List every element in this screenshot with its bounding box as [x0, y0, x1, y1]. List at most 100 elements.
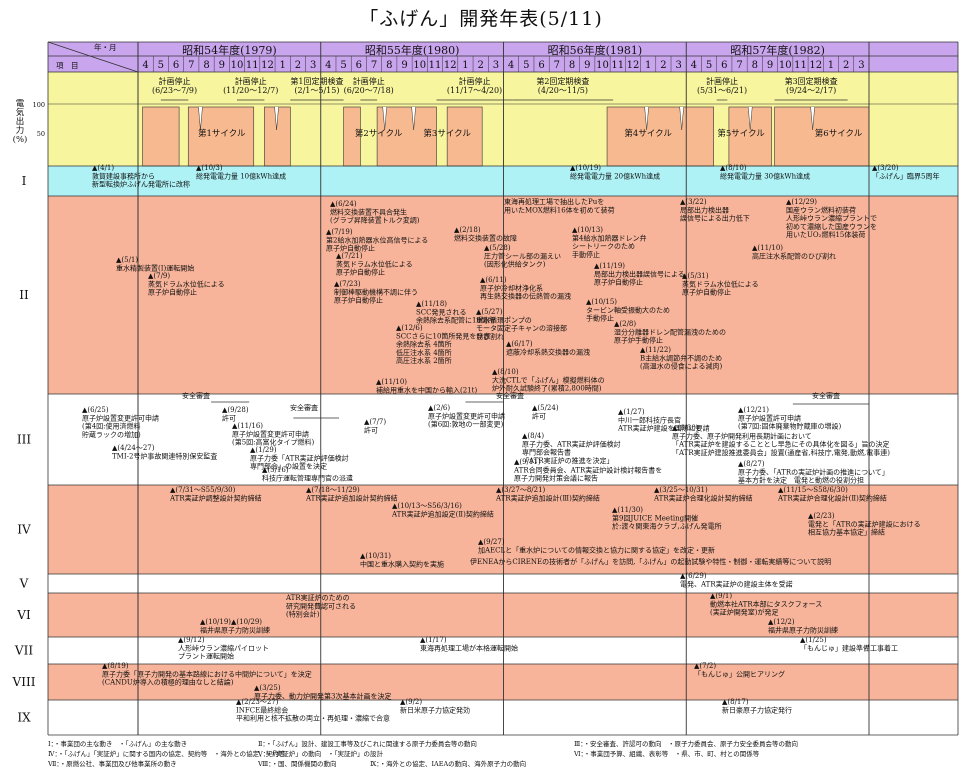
event-iii: ▲(2/6)原子炉設置変更許可申請(第6回:敦地の一部変更)	[428, 404, 505, 429]
month-label: 11	[429, 60, 442, 71]
event-ii: ▲(7/19)第2給水加熱器水位高信号による原子炉自動停止	[326, 228, 428, 253]
row-label-vii: VII	[14, 644, 33, 658]
header-band	[48, 42, 958, 72]
event-ii: ▲(7/23)制御棒駆動機構不調に伴う原子炉自動停止	[334, 280, 418, 305]
event-ii: ▲(12/29)国産ウラン燃料初装荷人形峠ウラン濃縮プラントで初めて濃縮した国産…	[786, 198, 877, 239]
event-ii: ▲(11/10)高圧注水系配管のひび割れ	[752, 244, 836, 260]
outage-label: 計画停止(5/31〜6/21)	[697, 76, 747, 95]
cycle-label: 第1サイクル	[198, 128, 246, 139]
cycle-label: 第2サイクル	[355, 128, 403, 139]
output-segment	[376, 106, 437, 167]
corner-label-bottom: 項 目	[56, 61, 79, 70]
event-i: ▲(3/20)「ふげん」臨界5周年	[872, 164, 939, 180]
event-iii: 安全審査	[496, 391, 524, 400]
fiscal-year-label: 昭和56年度(1981)	[548, 43, 643, 57]
month-label: 6	[173, 60, 179, 71]
row-band-v	[48, 574, 958, 593]
corner-diagonal	[47, 41, 139, 73]
event-iii: 安全審査	[290, 403, 318, 412]
event-ii: ▲(5/27)重水循環ポンプのモータ固定子キャンの溶接部ひび割れ	[476, 308, 567, 341]
outage-label: 計画停止(6/20〜7/18)	[344, 76, 394, 95]
event-iv: ▲(9/27)加AECLと「重水炉についての情報交換と協力に関する協定」を改定・…	[478, 538, 715, 554]
event-ii: ▲(2/18)燃料交換装置の故障	[454, 226, 517, 242]
month-label: 12	[627, 60, 640, 71]
event-ii: ▲(5/31)蒸気ドラム水位低による原子炉自動停止	[682, 272, 759, 297]
event-ii: ▲(11/10)補給用重水を中国から輸入(21t)	[376, 378, 477, 394]
event-ii: ▲(7/21)蒸気ドラム水位低による原子炉自動停止	[336, 252, 413, 277]
month-label: 2	[295, 60, 301, 71]
row-band-ix	[48, 700, 958, 735]
output-segment	[606, 106, 714, 167]
month-label: 12	[444, 60, 457, 71]
event-iii: 安全審査	[182, 391, 210, 400]
month-label: 6	[721, 60, 727, 71]
event-iv: ▲(2/23)電発と「ATRの実証炉建設における相互協力基本協定」締結	[808, 512, 921, 537]
event-iii: ▲(4/24〜27)TMI-2号炉事故関連特別保安監査	[112, 444, 217, 460]
legend-item: Ⅳ：・「ふげん」「実証炉」に関する国内の協定、契約等 ・海外との協定、契約等	[48, 749, 286, 758]
legend-item: Ⅶ：・原燃公社、事業団及び他事業所の動き	[47, 759, 177, 768]
event-vi: ▲(12/2)福井県原子力防災訓練	[768, 618, 838, 634]
event-iii: ▲(9/28)許可	[222, 406, 249, 422]
row-label-vi: VI	[16, 608, 31, 622]
output-dip	[810, 106, 815, 131]
event-ix: ▲(2/23〜27)INFCE最終総会平和利用と核不拡散の両立・再処理・濃縮で合…	[236, 698, 390, 723]
month-label: 3	[310, 60, 316, 71]
event-iv: ▲(10/31)中国と重水購入契約を実施	[360, 552, 444, 568]
event-iii: ▲(1/29)原子力委「ATR実証炉評価検討専門部会」の設置を決定	[250, 446, 349, 471]
month-label: 1	[462, 60, 468, 71]
legend-item: Ⅴ：・「実証炉」の動向 ・「実証炉」の設計	[257, 749, 383, 758]
event-iv: ▲(11/15〜S58/6/30)ATR実証炉合理化設計(Ⅱ)契約締結	[777, 486, 887, 502]
event-iii: ▲(11/16)原子炉設置変更許可申請(第5回:高富化タイプ燃料)	[232, 422, 315, 447]
event-iv: ▲(3/27〜8/21)ATR実証炉追加設計(Ⅲ)契約締結	[495, 486, 600, 502]
row-label-viii: VIII	[12, 675, 36, 689]
row-band-ii	[48, 196, 958, 394]
corner-label-top: 年・月	[94, 42, 117, 52]
output-segment	[142, 106, 180, 167]
fiscal-year-label: 昭和55年度(1980)	[365, 43, 460, 57]
month-label: 2	[843, 60, 849, 71]
event-i: ▲(4/1)敦賀建設事務所から新型転換炉ふげん発電所に改称	[92, 164, 190, 189]
outage-label: 第2回定期検査(4/20〜11/5)	[536, 76, 589, 95]
event-iii: ▲(9/11)ATR合同委員会、ATR実証炉設計検討報告書を原子力開発対策会議に…	[513, 458, 662, 483]
tick-label-100: 100	[33, 101, 45, 109]
event-vii: ▲(1/17)東海再処理工場が本格運転開始	[420, 636, 518, 652]
output-segment	[446, 106, 483, 167]
event-v: ▲(6/29)電発、ATR実証炉の建設主体を受諾	[680, 572, 793, 588]
output-axis-label: 電気出力(%)	[13, 99, 28, 145]
event-iii: 安全審査	[812, 391, 840, 400]
row-label-ix: IX	[17, 711, 31, 725]
event-iv: ▲(7/31〜S55/9/30)ATR実証炉調整設計契約締結	[169, 486, 262, 502]
event-iv: ▲(11/30)第9回JUICE Meeting開催於:渡々関東海クラブ,ふげん…	[612, 506, 722, 531]
legend-item: Ⅲ：・安全審査、許認可の動向 ・原子力委員会、原子力安全委員会等の動向	[574, 739, 798, 748]
event-ii: ▲(6/17)遮蔽冷却系熱交換器の漏洩	[506, 340, 590, 356]
fiscal-year-label: 昭和54年度(1979)	[182, 43, 277, 57]
month-label: 5	[340, 60, 346, 71]
month-label: 11	[246, 60, 259, 71]
month-label: 10	[413, 60, 426, 71]
outage-label: 計画停止(11/20〜12/7)	[223, 76, 278, 95]
row-band-vii	[48, 637, 958, 664]
outage-label: 第3回定期検査(9/24〜2/17)	[785, 76, 838, 95]
month-label: 9	[219, 60, 225, 71]
month-label: 11	[794, 60, 807, 71]
output-dip	[679, 106, 684, 131]
month-label: 10	[231, 60, 244, 71]
event-vi: ▲(10/19)▲(10/29)福井県原子力防災訓練	[200, 618, 270, 634]
row-label-iii: III	[17, 433, 31, 447]
month-label: 1	[828, 60, 834, 71]
event-iii: ▲(8/4)原子力委、ATR実証炉評価検討専門部会報告書「ATR実証炉の推進を決…	[522, 432, 621, 465]
month-label: 8	[203, 60, 209, 71]
month-label: 4	[508, 60, 514, 71]
month-label: 7	[371, 60, 377, 71]
event-iv: ▲(3/25〜10/31)ATR実証炉合理化設計契約締結	[653, 486, 753, 502]
event-ii: ▲(5/1)重水精製装置(Ⅰ)運転開始	[116, 256, 194, 272]
cycle-label: 第6サイクル	[815, 128, 863, 139]
month-label: 5	[158, 60, 164, 71]
page-title: 「ふげん」開発年表(5/11)	[359, 8, 603, 30]
month-label: 10	[779, 60, 792, 71]
month-label: 8	[569, 60, 575, 71]
event-viii: ▲(8/19)原子力委「原子力開発の基本路線における中間炉について」を決定(CA…	[102, 662, 312, 687]
event-iv: 伊ENEAからCIRENEの技術者が「ふげん」を訪問,「ふげん」の起動試験や特性…	[470, 557, 831, 566]
